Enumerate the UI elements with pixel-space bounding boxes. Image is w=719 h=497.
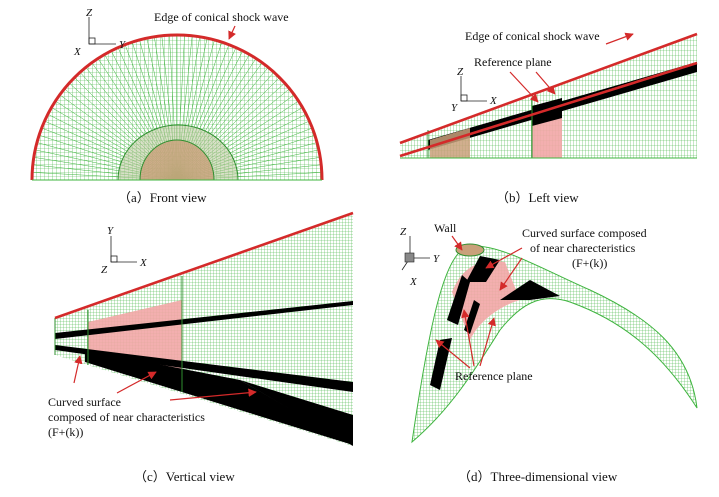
panel-a-mesh [32,35,322,181]
panel-a-axes: Z X Y [73,7,127,58]
axis-label-right: X [139,257,148,269]
panel-d-axes: Z X Y [400,226,441,288]
axis-label-up: Z [86,7,93,19]
panel-c-vertical-view: Y Z X Curved surface composed of near ch… [48,211,354,484]
axis-label-left: X [409,276,418,288]
panel-b-axes: Z Y X [451,66,498,114]
wall-label: Wall [434,221,457,235]
axis-label-right: Y [433,253,441,265]
surface-label-line1: Curved surface composed [522,226,647,240]
caption-b: （b）Left view [496,190,579,205]
surface-label-line1: Curved surface [48,395,121,409]
caption-d: （d）Three-dimensional view [458,469,618,484]
caption-a: （a）Front view [118,190,207,205]
panel-b-mesh [400,34,697,159]
panel-a-shock-edge [30,33,324,181]
panel-c-axes: Y Z X [101,225,148,276]
surface-label-line3: (F+(k)) [572,256,607,270]
axis-label-up: Z [400,226,407,238]
panel-b-left-view: Z Y X Edge of conical shock wave Referen… [399,29,698,205]
surface-label-line2: of near charecteristics [530,241,636,255]
caption-c: （c）Vertical view [134,469,235,484]
panel-a-front-view: Z X Y Edge of conical shock wave （a）Fron… [30,7,324,205]
axis-label-left: X [73,46,82,58]
axis-label-left: Z [101,264,108,276]
axis-label-up: Z [457,66,464,78]
panel-d-mesh [411,243,698,444]
surface-label-line3: (F+(k)) [48,425,83,439]
panel-b-shock-edge-lower [399,61,698,158]
panel-c-shock-edge [54,211,354,320]
surface-label-line2: composed of near characteristics [48,410,205,424]
axis-label-right: X [489,95,498,107]
reference-plane-label: Reference plane [474,55,552,69]
shock-label: Edge of conical shock wave [154,10,289,24]
axis-label-up: Y [107,225,115,237]
reference-plane-label: Reference plane [455,369,533,383]
panel-d-3d-view: Z X Y Wall Curved surface composed of ne… [400,221,698,484]
axis-label-left: Y [451,102,459,114]
axis-label-right: Y [119,39,127,51]
shock-label: Edge of conical shock wave [465,29,600,43]
